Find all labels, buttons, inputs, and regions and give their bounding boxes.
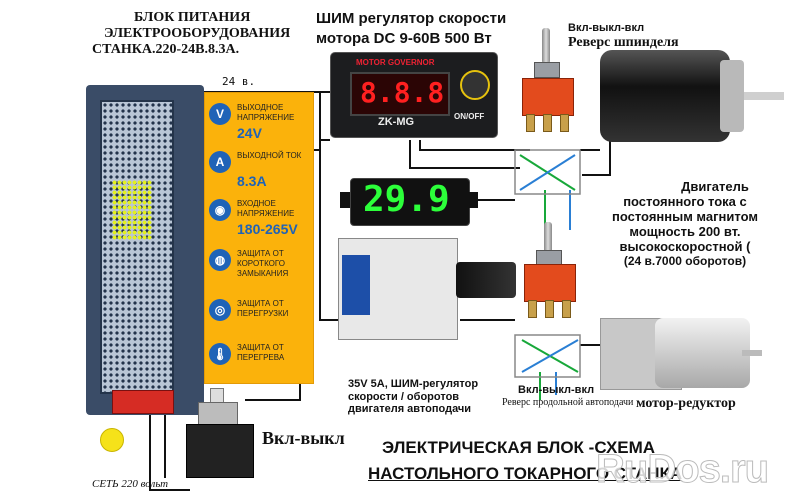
wire-bottom-left1 [149, 415, 190, 491]
psu-title-line-3: СТАНКА.220-24В.8.3А. [92, 42, 240, 58]
spec-label: ВЫХОДНОЕ НАПРЯЖЕНИЕ [237, 103, 295, 122]
motor-desc-line-6: (24 в.7000 оборотов) [623, 253, 747, 268]
scheme-title-line-1: ЭЛЕКТРИЧЕСКАЯ БЛОК -СХЕМА [382, 438, 656, 457]
feed-reverse-toggle[interactable] [524, 264, 576, 302]
motor-desc-line-4: мощность 200 вт. [629, 223, 741, 239]
motor-desc-line-1: Двигатель [681, 179, 749, 194]
toggle-pin [526, 114, 535, 132]
motor-desc-line-5: высокоскоростной ( [619, 238, 751, 254]
spec-label: ЗАЩИТА ОТ ПЕРЕГРЕВА [237, 343, 285, 362]
spindle-motor-shaft [744, 92, 784, 100]
main-switch-label: Вкл-выкл [262, 428, 345, 448]
motor-desc-line-3: постоянным магнитом [612, 208, 758, 224]
short-circuit-icon: ◍ [209, 249, 231, 271]
wire-blue-1 [519, 154, 576, 191]
spindle-reverse-toggle[interactable] [522, 78, 574, 116]
voltmeter-tab-left [340, 192, 350, 208]
spindle-toggle-lever[interactable] [542, 28, 550, 64]
spec-label: ВЫХОДНОЙ ТОК [237, 151, 302, 160]
pwm-model-label: ZK-MG [378, 116, 415, 128]
feed-reverse-label: Вкл-выкл-вкл Реверс продольной автоподач… [502, 384, 633, 408]
wire-24v-label: 24 в. [222, 75, 256, 88]
indicator-lamp [100, 428, 124, 452]
motor-description: Двигатель постоянного тока с постоянным … [612, 179, 758, 268]
wire-pwm-toggle2 [419, 140, 530, 151]
spindle-motor-endcap [720, 60, 744, 132]
feed-pwm-terminal [342, 255, 370, 315]
feed-pwm-label: 35V 5A, ШИМ-регулятор скорости / оборото… [348, 378, 478, 416]
feed-pwm-line-1: 35V 5A, ШИМ-регулятор [348, 378, 479, 390]
gear-motor-label: мотор-редуктор [636, 396, 736, 411]
feed-reverse-line-1: Вкл-выкл-вкл [518, 384, 595, 396]
plug-icon: ◉ [209, 199, 231, 221]
voltage-icon: V [209, 103, 231, 125]
psu-title: БЛОК ПИТАНИЯ ЭЛЕКТРООБОРУДОВАНИЯ СТАНКА.… [92, 10, 290, 58]
wire-blue-2 [521, 339, 579, 373]
scheme-title: ЭЛЕКТРИЧЕСКАЯ БЛОК -СХЕМА НАСТОЛЬНОГО ТО… [368, 438, 682, 483]
pwm-title-line-1: ШИМ регулятор скорости [316, 10, 507, 27]
psu-terminal-block [112, 390, 174, 414]
spec-value: 8.3A [237, 173, 267, 189]
reverse-switch-box-1 [514, 149, 581, 195]
toggle-pin [543, 114, 552, 132]
pwm-brand-label: MOTOR GOVERNOR [356, 58, 435, 67]
wire-pwm-toggle [409, 140, 520, 169]
spindle-toggle-nut [534, 62, 560, 78]
main-toggle-nut [198, 402, 238, 426]
pwm-switch-label: ON/OFF [454, 112, 485, 121]
spec-label: ВХОДНОЕ НАПРЯЖЕНИЕ [237, 199, 295, 218]
psu-vent-grid [100, 100, 174, 394]
thermometer-icon: 🌡 [209, 343, 231, 365]
spindle-reverse-line-1: Вкл-выкл-вкл [568, 22, 645, 34]
feed-reverse-line-2: Реверс продольной автоподачи [502, 396, 634, 408]
pwm-display: 8.8.8 [350, 72, 450, 116]
spec-value: 24V [237, 125, 262, 141]
toggle-pin [528, 300, 537, 318]
voltmeter: 29.9 [350, 178, 470, 226]
psu-title-line-2: ЭЛЕКТРООБОРУДОВАНИЯ [104, 26, 291, 42]
pwm-title-line-2: мотора DC 9-60В 500 Вт [316, 30, 492, 48]
voltmeter-digits: 29.9 [363, 179, 450, 220]
spec-label: ЗАЩИТА ОТ ПЕРЕГРУЗКИ [237, 299, 289, 318]
pwm-knob[interactable] [460, 70, 490, 100]
spindle-reverse-line-2: Реверс шпинделя [568, 34, 679, 50]
gear-motor-shaft [742, 350, 762, 356]
feed-pwm-line-2: скорости / оборотов [348, 390, 460, 403]
watermark: RuDos.ru [596, 447, 770, 492]
scheme-title-line-2: НАСТОЛЬНОГО ТОКАРНОГО СТАНКА [368, 463, 683, 483]
toggle-pin [545, 300, 554, 318]
current-icon: A [209, 151, 231, 173]
feed-pwm-line-3: двигателя автоподачи [348, 403, 472, 416]
psu-led-matrix [112, 180, 152, 240]
mains-label: СЕТЬ 220 вольт [92, 478, 169, 490]
spec-label: ЗАЩИТА ОТ КОРОТКОГО ЗАМЫКАНИЯ [237, 249, 289, 278]
feed-toggle-lever[interactable] [544, 222, 552, 258]
spindle-motor [600, 50, 730, 142]
voltmeter-tab-right [468, 192, 478, 208]
reverse-switch-box-2 [514, 334, 581, 378]
wire-right-motor2 [582, 130, 611, 176]
motor-desc-line-2: постоянного тока с [623, 193, 747, 209]
gear-motor [655, 318, 750, 388]
overload-icon: ◎ [209, 299, 231, 321]
main-power-toggle[interactable] [186, 424, 254, 478]
feed-pwm-knob[interactable] [456, 262, 516, 298]
pwm-display-digits: 8.8.8 [360, 76, 445, 109]
spindle-reverse-label: Вкл-выкл-вкл Реверс шпинделя [568, 22, 679, 51]
psu-title-line-1: БЛОК ПИТАНИЯ [134, 10, 251, 25]
toggle-pin [560, 114, 569, 132]
psu-spec-card: V ВЫХОДНОЕ НАПРЯЖЕНИЕ 24V A ВЫХОДНОЙ ТОК… [204, 92, 314, 384]
pwm-title: ШИМ регулятор скорости мотора DC 9-60В 5… [316, 10, 506, 48]
toggle-pin [562, 300, 571, 318]
spec-value: 180-265V [237, 221, 298, 237]
